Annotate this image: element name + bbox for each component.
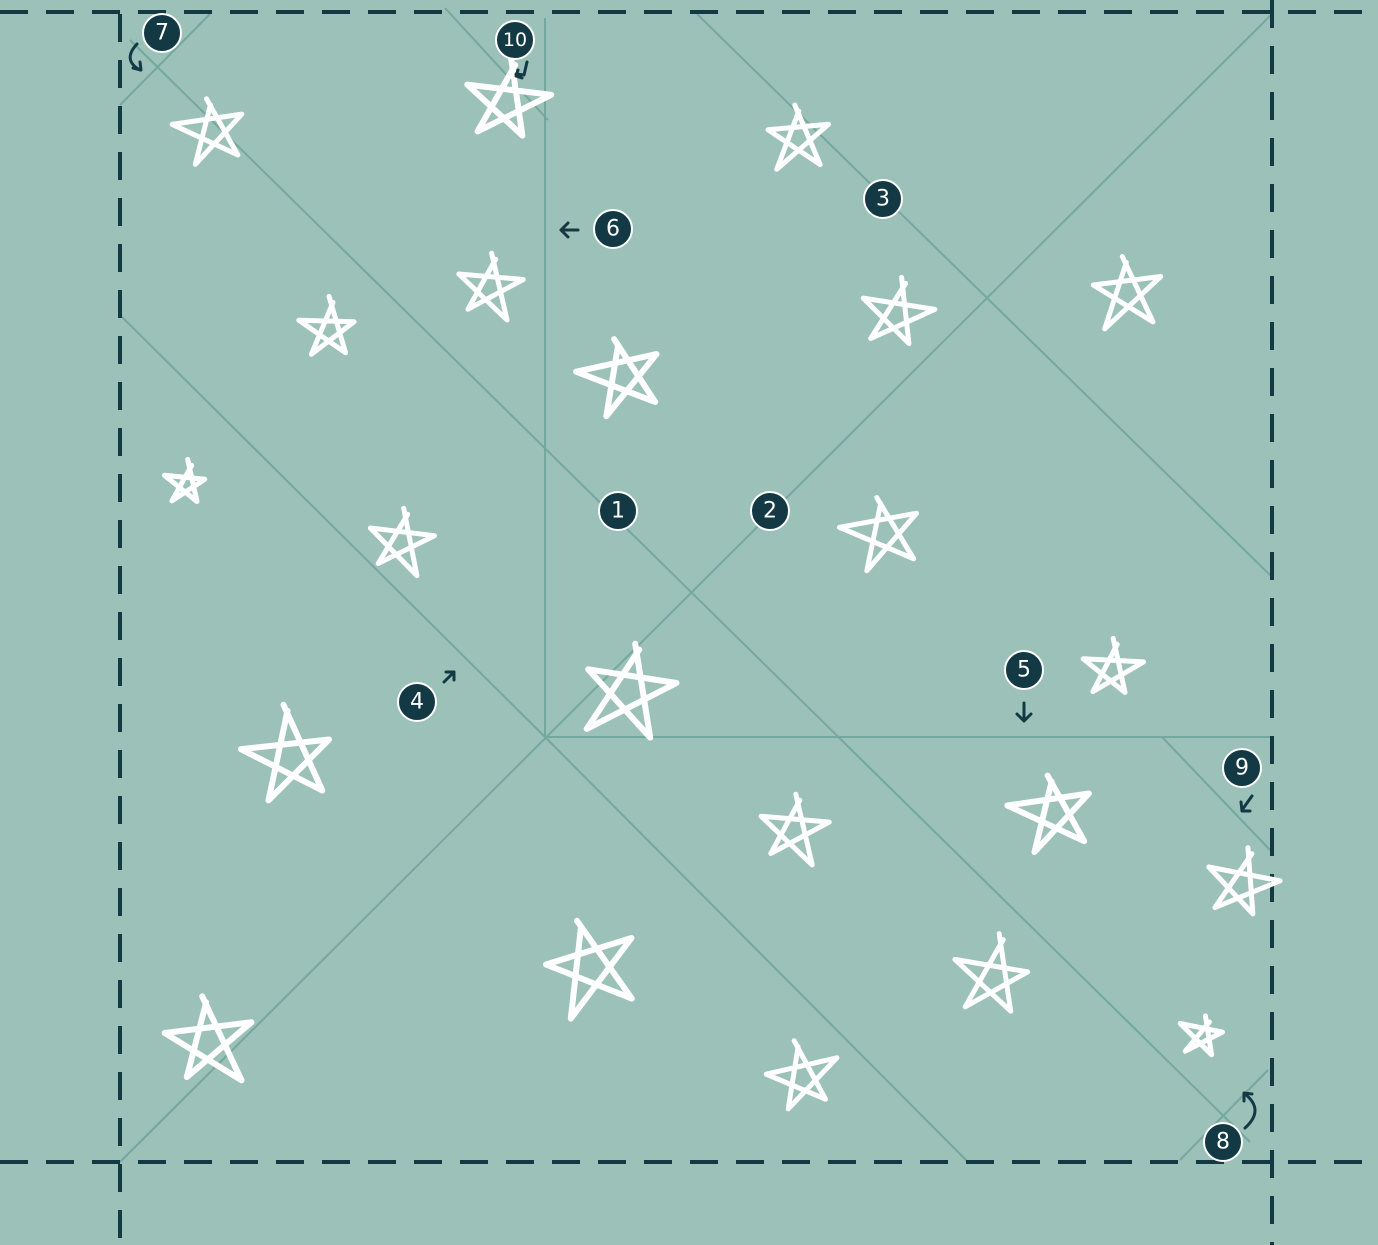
step-badge-9: 9	[1223, 749, 1261, 787]
step-label: 3	[876, 187, 890, 212]
step-badge-8: 8	[1204, 1123, 1242, 1161]
step-label: 6	[606, 217, 620, 242]
step-badge-3: 3	[864, 180, 902, 218]
step-label: 5	[1017, 658, 1031, 683]
step-label: 9	[1235, 756, 1249, 781]
step-badge-1: 1	[599, 492, 637, 530]
step-label: 8	[1216, 1130, 1230, 1155]
step-badge-7: 7	[143, 14, 181, 52]
step-label: 4	[410, 690, 424, 715]
step-badge-6: 6	[594, 210, 632, 248]
step-badge-5: 5	[1005, 651, 1043, 689]
step-badge-2: 2	[751, 492, 789, 530]
step-label: 7	[155, 21, 169, 46]
step-label: 2	[763, 499, 777, 524]
step-badge-10: 10	[496, 21, 534, 59]
step-label: 10	[503, 29, 527, 51]
step-label: 1	[611, 499, 625, 524]
step-badge-4: 4	[398, 683, 436, 721]
